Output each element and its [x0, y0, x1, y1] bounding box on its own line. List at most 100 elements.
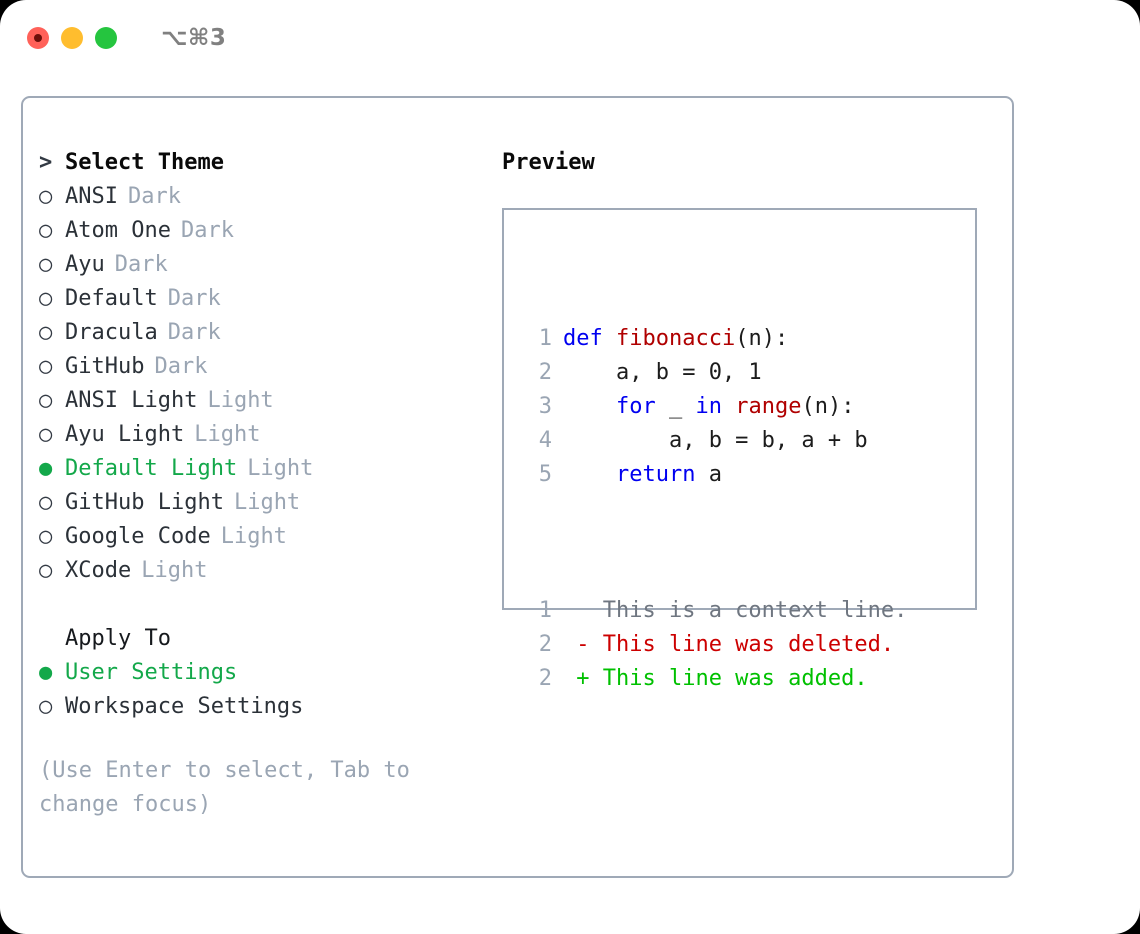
radio-unselected-icon: ○	[39, 286, 53, 311]
code-token: (n):	[735, 326, 789, 351]
radio-unselected-icon: ○	[39, 320, 53, 345]
theme-name-label: ANSI Light	[65, 388, 198, 413]
theme-kind-badge: Dark	[180, 218, 234, 243]
radio-unselected-icon: ○	[39, 184, 53, 209]
maximize-button[interactable]	[95, 27, 117, 49]
theme-list-item[interactable]: ● Default Light Light	[39, 456, 489, 490]
theme-kind-badge: Light	[220, 524, 287, 549]
code-line: 3 for _ in range(n):	[522, 390, 907, 424]
code-token: fibonacci	[615, 326, 736, 351]
theme-list-item[interactable]: ○ XCode Light	[39, 558, 489, 592]
code-line: 4 a, b = b, a + b	[522, 424, 907, 458]
code-line-text: a, b = b, a + b	[563, 424, 868, 458]
code-line: 2 a, b = 0, 1	[522, 356, 907, 390]
radio-unselected-icon: ○	[39, 490, 53, 515]
theme-name-label: GitHub Light	[65, 490, 224, 515]
code-line-text: return a	[563, 458, 722, 492]
diff-line-number: 2	[538, 666, 552, 691]
theme-kind-badge: Light	[247, 456, 314, 481]
diff-line: 2 - This line was deleted.	[522, 628, 907, 662]
code-token: _	[655, 394, 696, 419]
radio-unselected-icon: ○	[39, 558, 53, 583]
theme-name-label: Dracula	[65, 320, 158, 345]
diff-line-text: + This line was added.	[563, 666, 868, 691]
radio-unselected-icon: ○	[39, 694, 53, 719]
select-theme-heading-label: Select Theme	[65, 150, 224, 175]
code-token: a, b = 0, 1	[563, 360, 762, 385]
apply-to-option-label: User Settings	[65, 660, 238, 685]
code-token	[722, 394, 735, 419]
apply-to-label: Apply To	[65, 626, 171, 651]
code-line-text: for _ in range(n):	[563, 390, 854, 424]
code-line-number: 4	[538, 428, 552, 453]
theme-name-label: GitHub	[65, 354, 145, 379]
code-line-text: a, b = 0, 1	[563, 356, 762, 390]
keyboard-shortcut-label: ⌥⌘3	[161, 25, 227, 51]
theme-name-label: Google Code	[65, 524, 211, 549]
code-line-number: 2	[538, 360, 552, 385]
theme-name-label: ANSI	[65, 184, 118, 209]
theme-name-label: Default Light	[65, 456, 238, 481]
list-spacer	[39, 592, 489, 626]
apply-to-heading: Apply To	[39, 626, 489, 660]
theme-list-item[interactable]: ○ ANSI Dark	[39, 184, 489, 218]
keyboard-hint-text: (Use Enter to select, Tab to change focu…	[39, 758, 410, 817]
code-token: a	[695, 462, 722, 487]
diff-line: 2 + This line was added.	[522, 662, 907, 696]
code-line-number: 1	[538, 326, 552, 351]
apply-to-option[interactable]: ○ Workspace Settings	[39, 694, 489, 728]
theme-list-item[interactable]: ○ Atom One Dark	[39, 218, 489, 252]
theme-kind-badge: Light	[207, 388, 274, 413]
theme-name-label: Ayu	[65, 252, 105, 277]
code-token: def	[563, 326, 616, 351]
minimize-button[interactable]	[61, 27, 83, 49]
code-token: range	[735, 394, 802, 419]
diff-line-number: 1	[538, 598, 552, 623]
diff-line: 1 This is a context line.	[522, 594, 908, 628]
radio-unselected-icon: ○	[39, 354, 53, 379]
theme-kind-badge: Light	[141, 558, 208, 583]
radio-unselected-icon: ○	[39, 388, 53, 413]
window-controls	[27, 27, 117, 49]
theme-name-label: Atom One	[65, 218, 171, 243]
radio-unselected-icon: ○	[39, 218, 53, 243]
prompt-caret-icon: >	[39, 150, 53, 175]
code-token: a, b = b, a + b	[563, 428, 868, 453]
theme-list-item[interactable]: ○ ANSI Light Light	[39, 388, 489, 422]
theme-kind-badge: Dark	[167, 286, 221, 311]
theme-kind-badge: Dark	[114, 252, 168, 277]
title-bar: ⌥⌘3	[0, 0, 1140, 76]
diff-line-text: - This line was deleted.	[563, 632, 895, 657]
close-button[interactable]	[27, 27, 49, 49]
code-token: for	[615, 394, 656, 419]
theme-kind-badge: Light	[233, 490, 301, 515]
apply-to-option[interactable]: ●User Settings	[39, 660, 489, 694]
theme-kind-badge: Dark	[127, 184, 181, 209]
code-token: in	[695, 394, 722, 419]
theme-list-item[interactable]: ○ Ayu Dark	[39, 252, 489, 286]
code-line-number: 5	[538, 462, 552, 487]
code-line: 5 return a	[522, 458, 907, 492]
code-line-text: def fibonacci(n):	[563, 322, 788, 356]
theme-kind-badge: Dark	[167, 320, 221, 345]
theme-list-item[interactable]: ○ GitHub Light Light	[39, 490, 489, 524]
radio-unselected-icon: ○	[39, 252, 53, 277]
theme-name-label: XCode	[65, 558, 132, 583]
code-token: (n):	[801, 394, 855, 419]
apply-to-option-label: Workspace Settings	[65, 694, 304, 719]
theme-list-item[interactable]: ○ Dracula Dark	[39, 320, 489, 354]
theme-name-label: Ayu Light	[65, 422, 185, 447]
select-theme-heading: > Select Theme	[39, 150, 489, 184]
radio-selected-icon: ●	[39, 456, 53, 481]
